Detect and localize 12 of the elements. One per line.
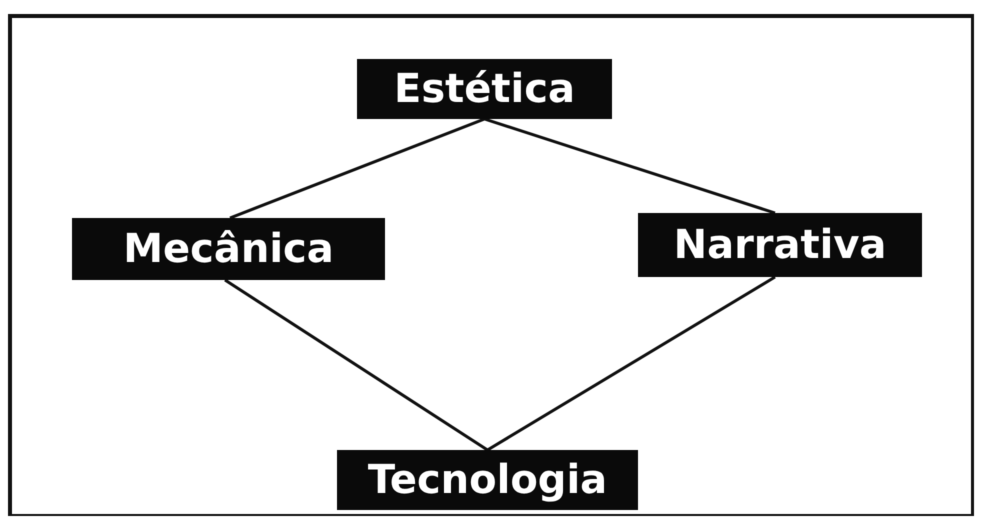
connector-line	[484, 118, 776, 214]
connector-line	[229, 118, 486, 220]
concept-label: Tecnologia	[368, 457, 608, 503]
connector-line	[224, 278, 488, 452]
concept-label: Estética	[394, 66, 575, 112]
concept-box	[357, 59, 612, 119]
connector-line	[486, 276, 776, 452]
concept-box	[337, 450, 638, 510]
concept-label: Mecânica	[123, 226, 334, 272]
concept-box	[72, 218, 385, 280]
concept-label: Narrativa	[674, 222, 886, 268]
concept-box	[638, 213, 922, 277]
